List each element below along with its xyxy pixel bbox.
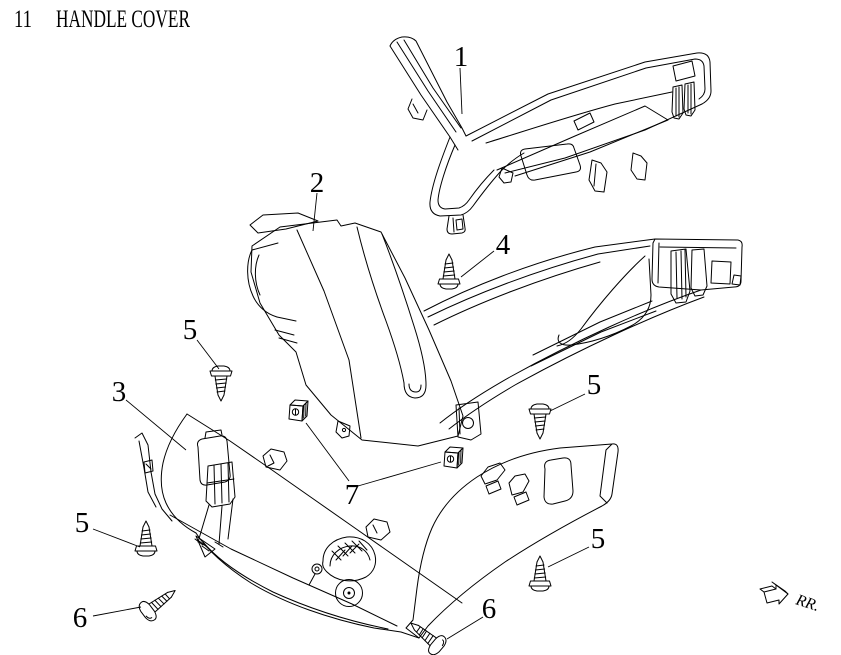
callout-label-5: 5 bbox=[183, 314, 198, 346]
rear-handle-lower-cover bbox=[423, 238, 743, 495]
callout-leader-5 bbox=[547, 546, 590, 568]
part-3-lower-handle-cover bbox=[134, 413, 463, 639]
callout-label-7: 7 bbox=[345, 479, 360, 511]
callout-leader-7 bbox=[357, 461, 442, 487]
callout-leader-3 bbox=[125, 399, 187, 451]
rr-label: RR. bbox=[793, 591, 822, 615]
callout-leader-7 bbox=[305, 422, 350, 482]
callout-label-2: 2 bbox=[310, 167, 325, 199]
clip-nut-7-left bbox=[288, 399, 309, 422]
callout-label-6: 6 bbox=[482, 593, 497, 625]
callout-label-5: 5 bbox=[591, 523, 606, 555]
callout-leader-6 bbox=[446, 616, 484, 640]
rear-direction-marker: RR. bbox=[759, 581, 822, 615]
callout-leader-5 bbox=[196, 339, 220, 370]
callout-leader-6 bbox=[92, 606, 142, 617]
screw-4 bbox=[437, 253, 461, 290]
callout-label-1: 1 bbox=[454, 41, 469, 73]
callout-label-3: 3 bbox=[112, 376, 127, 408]
callout-label-4: 4 bbox=[496, 229, 511, 261]
clip-nut-7-right bbox=[443, 446, 464, 469]
callout-leader-5 bbox=[549, 393, 586, 412]
callout-leader-4 bbox=[460, 250, 495, 278]
screw-5-lower-right bbox=[528, 555, 552, 592]
callout-label-5: 5 bbox=[75, 507, 90, 539]
callout-leader-2 bbox=[312, 192, 318, 232]
callouts-layer: 1 2 3 4 5 5 5 5 6 6 7 bbox=[73, 41, 606, 640]
screw-5-upper-left bbox=[209, 365, 233, 402]
screw-5-lower-left bbox=[134, 520, 158, 557]
page-title: HANDLE COVER bbox=[56, 6, 190, 33]
callout-leader-5 bbox=[92, 528, 141, 548]
callout-leader-1 bbox=[459, 67, 463, 115]
part-1-upper-handle-cover bbox=[389, 36, 712, 235]
part-2-front-handle-cover bbox=[247, 212, 464, 447]
callout-label-6: 6 bbox=[73, 602, 88, 634]
lower-right-cover-panel bbox=[405, 443, 619, 639]
rear-arrow-icon bbox=[763, 584, 789, 605]
screw-6-left bbox=[136, 581, 183, 624]
callout-label-5: 5 bbox=[587, 369, 602, 401]
screw-5-upper-right bbox=[528, 403, 552, 440]
section-number: 11 bbox=[14, 6, 32, 33]
